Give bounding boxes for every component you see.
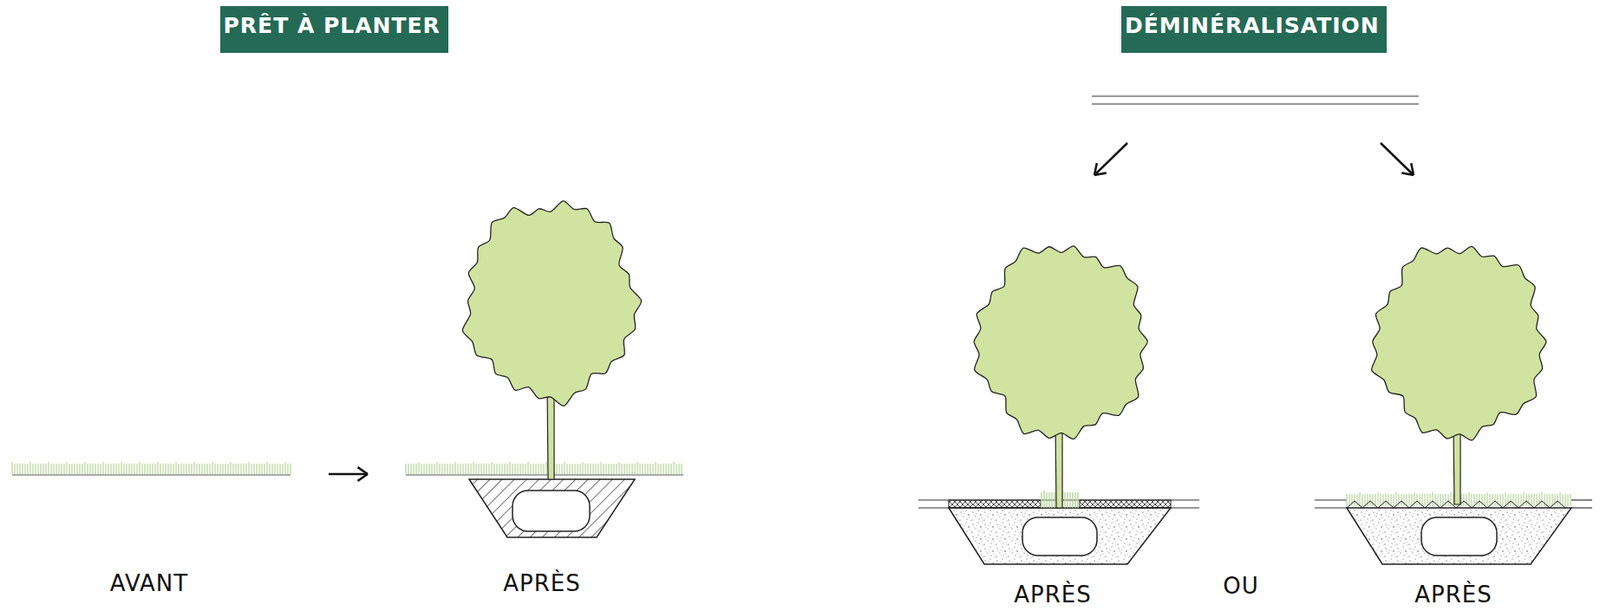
arrow bbox=[328, 467, 368, 482]
arrow bbox=[1094, 143, 1128, 176]
tree-canopy bbox=[973, 246, 1148, 440]
paving bbox=[1079, 500, 1171, 509]
root-ball bbox=[1421, 517, 1497, 556]
stage-label: AVANT bbox=[110, 570, 189, 598]
arrow bbox=[1380, 143, 1414, 176]
paving bbox=[948, 500, 1041, 509]
ground-line bbox=[1314, 507, 1347, 509]
conjunction-label: OU bbox=[1222, 573, 1260, 601]
heading-band: PRÊT À PLANTER bbox=[220, 6, 449, 53]
stage-label: APRÈS bbox=[1414, 581, 1492, 609]
double-line bbox=[1091, 103, 1419, 105]
heading-band: DÉMINÉRALISATION bbox=[1121, 6, 1387, 53]
stage-label: APRÈS bbox=[502, 570, 581, 598]
tree-canopy bbox=[462, 201, 641, 407]
ground-line bbox=[1571, 507, 1593, 509]
tree-trunk bbox=[1055, 423, 1063, 509]
tree-pit bbox=[469, 479, 635, 538]
double-line bbox=[1091, 95, 1419, 97]
ground-line bbox=[405, 475, 684, 477]
ground-line bbox=[1571, 499, 1593, 501]
ground-line bbox=[1314, 499, 1347, 501]
heading-text: PRÊT À PLANTER bbox=[223, 13, 445, 40]
tree-canopy bbox=[1371, 246, 1547, 441]
tree-pit bbox=[1346, 508, 1572, 565]
stage-label: APRÈS bbox=[1013, 581, 1091, 609]
tree-pit bbox=[948, 508, 1171, 565]
ground-line bbox=[12, 475, 291, 477]
grass bbox=[405, 462, 682, 475]
root-ball bbox=[1022, 517, 1098, 556]
grass bbox=[12, 462, 291, 475]
root-ball bbox=[512, 490, 590, 532]
heading-text: DÉMINÉRALISATION bbox=[1124, 13, 1384, 40]
